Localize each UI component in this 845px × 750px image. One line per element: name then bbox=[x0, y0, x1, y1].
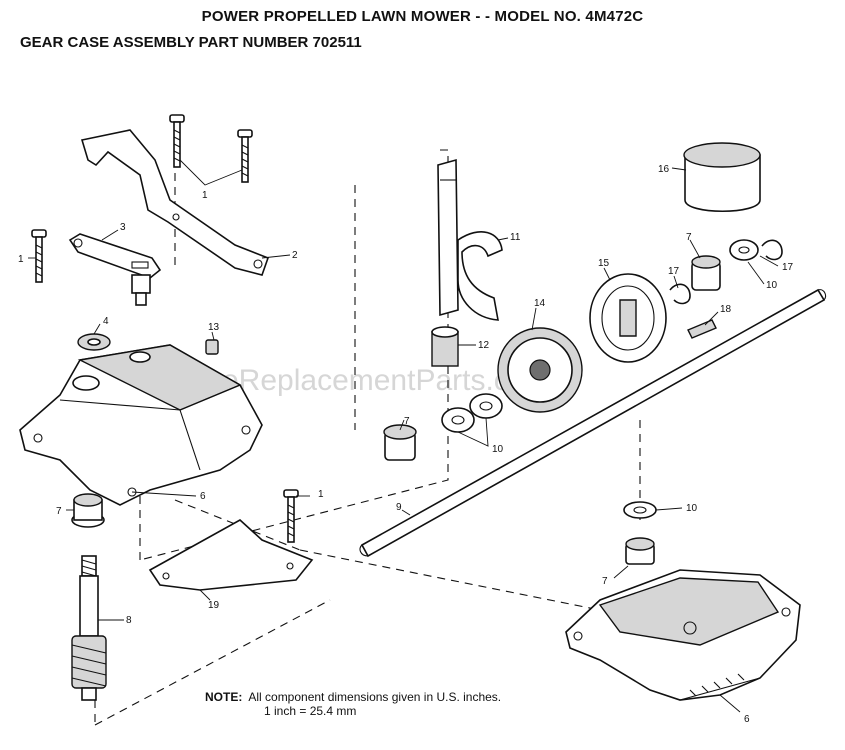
callout-9: 9 bbox=[396, 502, 402, 513]
setscrew-part-13 bbox=[205, 339, 219, 355]
callout-18: 18 bbox=[720, 304, 732, 315]
upper-gear-case-part-6 bbox=[19, 344, 263, 506]
shifter-fork-part-11 bbox=[437, 158, 503, 321]
note-line-2: 1 inch = 25.4 mm bbox=[264, 704, 357, 718]
washer-part-10b bbox=[469, 393, 503, 419]
washer-part-4 bbox=[77, 333, 111, 351]
callout-1: 1 bbox=[202, 190, 208, 201]
callout-10: 10 bbox=[766, 280, 778, 291]
bushing-part-7c bbox=[691, 255, 721, 291]
bushing-part-7a bbox=[71, 493, 105, 528]
sleeve-part-16 bbox=[683, 142, 761, 212]
retaining-ring-part-17a bbox=[669, 283, 691, 305]
clutch-part-15 bbox=[589, 273, 667, 363]
callout-8: 8 bbox=[126, 615, 132, 626]
retaining-ring-part-17b bbox=[761, 239, 783, 261]
bracket-part-2 bbox=[80, 129, 270, 276]
callout-1: 1 bbox=[18, 254, 24, 265]
diagram-subtitle: GEAR CASE ASSEMBLY PART NUMBER 702511 bbox=[20, 34, 362, 51]
bolt-part-1c bbox=[31, 229, 47, 283]
callout-13: 13 bbox=[208, 322, 220, 333]
watermark: eReplacementParts.com bbox=[222, 364, 550, 397]
bushing-part-7b bbox=[383, 424, 417, 461]
callout-17: 17 bbox=[668, 266, 680, 277]
bolt-part-1b bbox=[237, 129, 253, 183]
spacer-part-12 bbox=[431, 326, 459, 367]
washer-part-10c bbox=[729, 239, 759, 261]
callout-6: 6 bbox=[744, 714, 750, 725]
callout-12: 12 bbox=[478, 340, 490, 351]
callout-10: 10 bbox=[686, 503, 698, 514]
washer-part-10a bbox=[441, 407, 475, 433]
diagram-title: POWER PROPELLED LAWN MOWER - - MODEL NO.… bbox=[201, 8, 644, 25]
note-label: NOTE: bbox=[205, 690, 243, 704]
callout-1: 1 bbox=[318, 489, 324, 500]
bolt-part-1d bbox=[283, 489, 299, 543]
key-part-18 bbox=[687, 319, 717, 339]
callout-7: 7 bbox=[404, 416, 410, 427]
callout-7: 7 bbox=[56, 506, 62, 517]
callout-15: 15 bbox=[598, 258, 610, 269]
callout-3: 3 bbox=[120, 222, 126, 233]
plate-part-19 bbox=[148, 519, 314, 591]
callout-4: 4 bbox=[103, 316, 109, 327]
callout-7: 7 bbox=[602, 576, 608, 587]
callout-17: 17 bbox=[782, 262, 794, 273]
callout-6: 6 bbox=[200, 491, 206, 502]
callout-10: 10 bbox=[492, 444, 504, 455]
callout-11: 11 bbox=[510, 232, 521, 243]
gear-part-14 bbox=[497, 327, 583, 413]
washer-part-10d bbox=[623, 501, 657, 519]
leader-lines bbox=[28, 159, 779, 713]
bolt-part-1a bbox=[169, 114, 185, 168]
callout-labels: 1 1 1 2 3 4 6 6 7 7 7 7 8 9 10 10 10 11 … bbox=[18, 164, 794, 725]
callout-2: 2 bbox=[292, 250, 298, 261]
note-line-1: All component dimensions given in U.S. i… bbox=[248, 690, 502, 704]
note-block: NOTE: All component dimensions given in U… bbox=[205, 690, 501, 718]
lower-gear-case-part-6 bbox=[565, 569, 801, 701]
worm-shaft-part-8 bbox=[71, 555, 107, 701]
bushing-part-7d bbox=[625, 537, 655, 565]
shift-lever-part-3 bbox=[68, 233, 162, 306]
callout-19: 19 bbox=[208, 600, 220, 611]
axle-part-9 bbox=[359, 288, 827, 558]
callout-16: 16 bbox=[658, 164, 670, 175]
callout-14: 14 bbox=[534, 298, 546, 309]
callout-7: 7 bbox=[686, 232, 692, 243]
